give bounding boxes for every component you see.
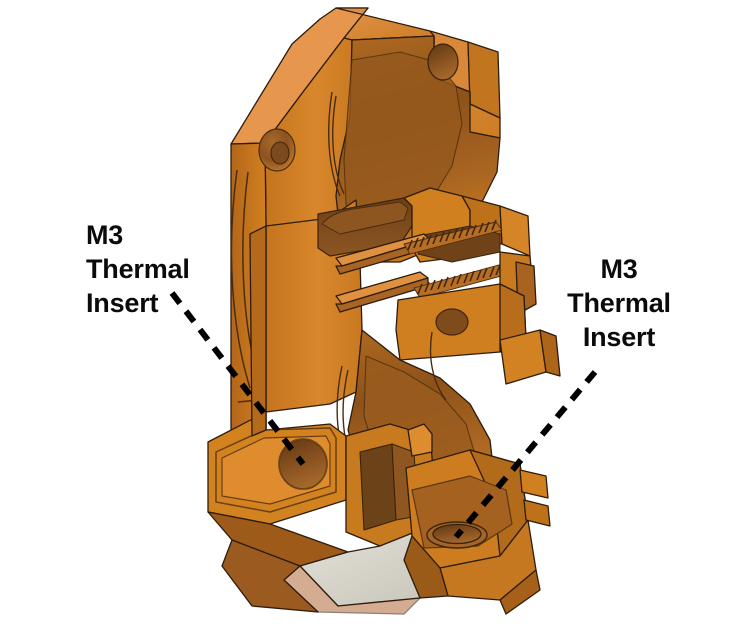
right-nub-lower — [523, 499, 551, 527]
rail-bar-2-shadow — [335, 277, 429, 313]
left-leader-line — [169, 291, 306, 466]
bottom-right-stub — [407, 423, 433, 457]
bottom-right-foot — [499, 569, 541, 615]
mid-plate-hole — [435, 308, 469, 336]
lower-shelf-right-side — [539, 329, 561, 377]
upper-slot-inner — [321, 201, 409, 235]
fan-duct-left-face — [221, 539, 319, 613]
upper-boss-inner — [270, 141, 290, 165]
lower-cradle-rib-3 — [429, 331, 447, 401]
top-tab-hole — [427, 43, 459, 81]
model-body — [207, 7, 561, 615]
left-face-contour-1 — [230, 169, 251, 389]
belt-teeth-upper — [403, 219, 503, 255]
right-leader-line — [453, 370, 598, 539]
callout-label-left: M3 Thermal Insert — [86, 220, 190, 318]
back-plate-edge — [249, 225, 267, 437]
callout-label-right: M3 Thermal Insert — [567, 254, 671, 352]
cradle-rib-line-2 — [332, 95, 345, 195]
bottom-right-skirt-shadow — [403, 535, 449, 599]
right-nub-upper — [519, 469, 549, 499]
cradle-rib-line-1 — [328, 91, 341, 197]
left-thermal-insert-hole-rim — [278, 438, 328, 490]
